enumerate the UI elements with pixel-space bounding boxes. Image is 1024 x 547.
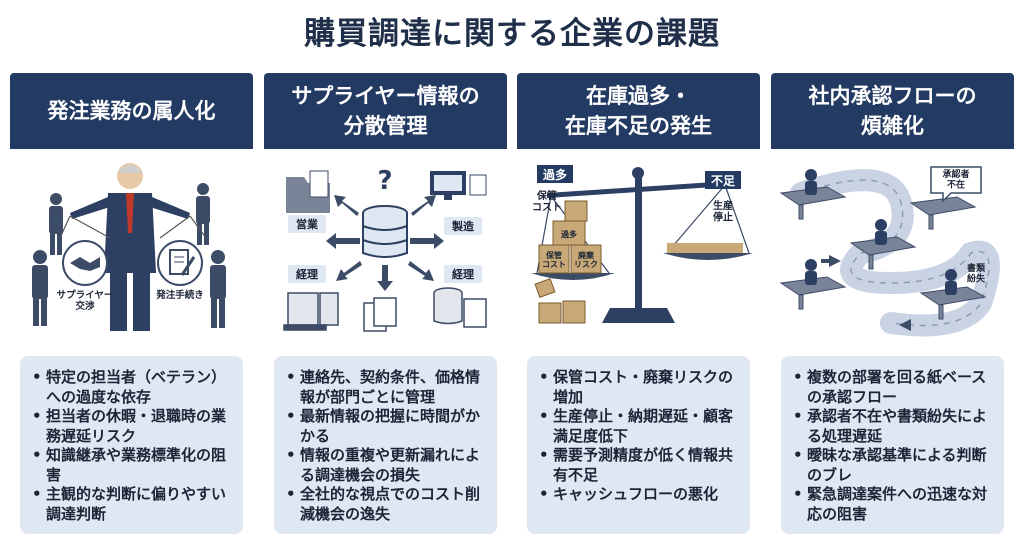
- shortage-badge: 不足: [711, 174, 735, 188]
- box-storage-label: 保管コスト: [542, 250, 566, 269]
- office-desk-icon: [909, 196, 977, 230]
- database-stack-icon: [433, 287, 487, 328]
- fallen-boxes-icon: [534, 278, 586, 324]
- issue-item: 生産停止・納期遅延・顧客満足度低下: [539, 407, 744, 446]
- issue-item: 曖昧な承認基準による判断のブレ: [793, 446, 998, 485]
- approval-flow-illustration: 承認者不在 書類紛失: [779, 166, 1000, 337]
- server-icon: [283, 292, 339, 331]
- flow-path-icon: [790, 169, 1000, 337]
- distributed-data-illustration: ?: [283, 166, 487, 332]
- boxes-icon: [538, 200, 602, 274]
- question-mark-icon: ?: [377, 166, 392, 196]
- worried-person-icon: [49, 193, 63, 255]
- balance-scale-icon: [547, 167, 729, 323]
- column-heading: サプライヤー情報の 分散管理: [291, 84, 480, 138]
- column-heading: 在庫過多・ 在庫不足の発生: [565, 84, 712, 138]
- folder-icon: [286, 170, 330, 213]
- handshake-icon: [62, 240, 108, 286]
- issue-item: 承認者不在や書類紛失による処理遅延: [793, 407, 998, 446]
- issue-item: 特定の担当者（ベテラン）への過度な依存: [32, 368, 237, 407]
- storage-cost-label: 保管コスト: [532, 189, 562, 214]
- issue-list-box: 連絡先、契約条件、価格情報が部門ごとに管理 最新情報の把握に時間がかかる 情報の…: [274, 356, 497, 534]
- column-header: 発注業務の属人化: [10, 73, 253, 149]
- issue-item: 連絡先、契約条件、価格情報が部門ごとに管理: [286, 368, 491, 407]
- issue-item: 担当者の休暇・退職時の業務遅延リスク: [32, 407, 237, 446]
- documents-lost-label: 書類紛失: [967, 262, 986, 284]
- accounting-label: 経理: [296, 267, 318, 281]
- accounting-label: 経理: [452, 267, 474, 281]
- column-dependency: 発注業務の属人化: [10, 73, 253, 541]
- issue-list-box: 複数の部署を回る紙ベースの承認フロー 承認者不在や書類紛失による処理遅延 曖昧な…: [781, 356, 1004, 534]
- supplier-negotiation-label: サプライヤー交渉: [57, 289, 114, 312]
- database-icon: [362, 205, 408, 258]
- box-excess-label: 過多: [560, 229, 577, 239]
- column-heading: 発注業務の属人化: [47, 99, 216, 123]
- issue-item: 主観的な判断に偏りやすい調達判断: [32, 485, 237, 524]
- worried-person-icon: [196, 183, 210, 245]
- approver-absent-label: 承認者不在: [942, 168, 969, 190]
- issue-item: 情報の重複や更新漏れによる調達機会の損失: [286, 446, 491, 485]
- worried-person-icon: [32, 250, 48, 326]
- order-procedure-label: 発注手続き: [155, 289, 204, 301]
- documents-icon: [363, 297, 397, 332]
- computer-icon: [430, 171, 487, 200]
- column-heading: 社内承認フローの 煩雑化: [808, 84, 977, 138]
- issue-item: 需要予測精度が低く情報共有不足: [539, 446, 744, 485]
- column-distributed-info: サプライヤー情報の 分散管理 ?: [264, 73, 507, 541]
- column-header: サプライヤー情報の 分散管理: [264, 73, 507, 149]
- column-inventory: 在庫過多・ 在庫不足の発生 過多 不足 保管コスト: [517, 73, 760, 541]
- column-header: 在庫過多・ 在庫不足の発生: [517, 73, 760, 149]
- manufacturing-label: 製造: [451, 219, 475, 233]
- issue-list-box: 保管コスト・廃棄リスクの増加 生産停止・納期遅延・顧客満足度低下 需要予測精度が…: [527, 356, 750, 534]
- flow-arrow-icon: [821, 255, 911, 331]
- sales-label: 営業: [296, 217, 319, 231]
- issue-item: キャッシュフローの悪化: [539, 485, 744, 505]
- issue-item: 最新情報の把握に時間がかかる: [286, 407, 491, 446]
- arrow-icons: [326, 195, 444, 291]
- excess-badge: 過多: [542, 167, 567, 182]
- issue-list-box: 特定の担当者（ベテラン）への過度な依存 担当者の休暇・退職時の業務遅延リスク 知…: [20, 356, 243, 534]
- veteran-illustration: サプライヤー交渉 発注手続き: [32, 163, 226, 331]
- balance-scale-illustration: 過多 不足 保管コスト 生産停止 過多 保管コスト 廃棄リスク: [531, 165, 753, 324]
- box-waste-label: 廃棄リスク: [574, 250, 598, 269]
- worried-person-icon: [210, 250, 226, 328]
- production-stop-label: 生産停止: [713, 199, 733, 224]
- worker-icon: [805, 169, 957, 295]
- column-approval-flow: 社内承認フローの 煩雑化 承認者不在 書類紛失: [771, 73, 1014, 541]
- issue-item: 緊急調達案件への迅速な対応の阻害: [793, 485, 998, 524]
- issue-item: 複数の部署を回る紙ベースの承認フロー: [793, 368, 998, 407]
- page-title: 購買調達に関する企業の課題: [304, 16, 720, 52]
- issue-item: 知識継承や業務標準化の阻害: [32, 446, 237, 485]
- issue-item: 全社的な視点でのコスト削減機会の逸失: [286, 485, 491, 524]
- column-header: 社内承認フローの 煩雑化: [771, 73, 1014, 149]
- veteran-person-icon: [70, 163, 190, 331]
- document-pen-icon: [157, 240, 203, 286]
- issue-item: 保管コスト・廃棄リスクの増加: [539, 368, 744, 407]
